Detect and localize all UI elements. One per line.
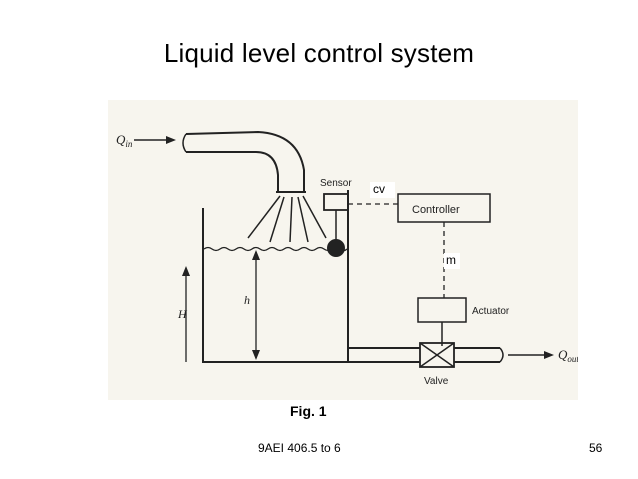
sensor-float	[327, 239, 345, 257]
page-number: 56	[589, 441, 603, 455]
q-in-label: Qin	[116, 132, 133, 149]
footer-text: 9AEI 406.5 to 6	[258, 441, 341, 455]
figure-caption: Fig. 1	[290, 403, 327, 419]
outlet-pipe-after-valve	[454, 347, 500, 363]
valve-body	[419, 342, 455, 368]
valve-label: Valve	[424, 376, 449, 387]
H-label: H	[177, 307, 188, 321]
controller-label: Controller	[412, 204, 460, 216]
outlet-pipe-end	[499, 347, 504, 363]
inflow-pipe	[185, 130, 305, 192]
valve-cross-2	[419, 342, 455, 368]
sensor-label: Sensor	[320, 178, 352, 189]
outflow-arrow-head	[544, 351, 554, 359]
inflow-pipe-end	[182, 133, 187, 153]
q-out-label: Qout	[558, 347, 578, 364]
actuator-box	[417, 297, 467, 323]
inflow-arrow-head	[166, 136, 176, 144]
water-surface	[203, 246, 348, 252]
h-label: h	[244, 293, 250, 307]
controller-box	[397, 193, 491, 223]
m-label: m	[444, 253, 460, 269]
tank	[202, 190, 349, 363]
sensor-box	[323, 193, 349, 211]
actuator-label: Actuator	[472, 306, 510, 317]
slide-title: Liquid level control system	[163, 38, 475, 68]
liquid-level-diagram: Qin Sensor Controller Actuator Valve H h…	[108, 100, 578, 400]
water-spray	[247, 195, 327, 243]
cv-label: cv	[370, 182, 395, 198]
